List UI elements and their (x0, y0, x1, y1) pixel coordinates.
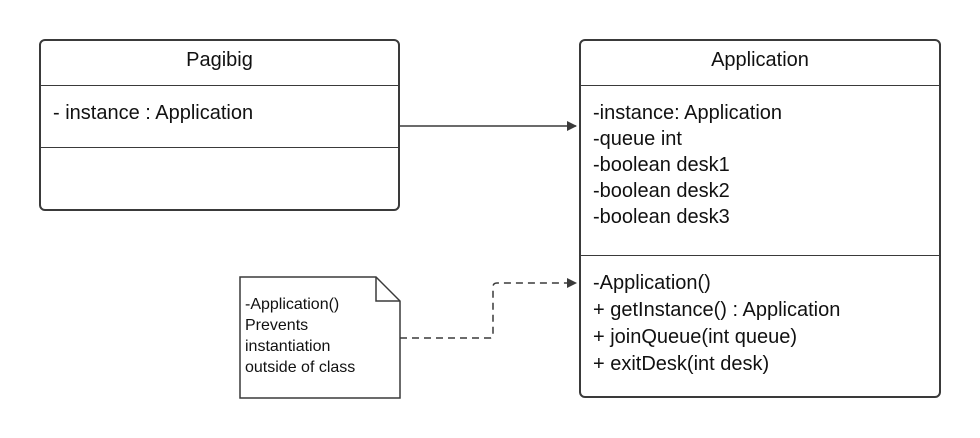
application-operation: + getInstance() : Application (593, 299, 841, 321)
pagibig-class-title: Pagibig (186, 49, 253, 71)
note-shape (239, 276, 401, 399)
application-attribute: -boolean desk1 (593, 154, 730, 176)
note-line: Prevents (245, 317, 309, 334)
application-attribute: -instance: Application (593, 102, 783, 124)
pagibig-attributes-divider (41, 147, 398, 148)
application-class[interactable]: Application -instance: Application -queu… (579, 39, 941, 398)
application-attribute: -boolean desk2 (593, 180, 730, 202)
note-line: outside of class (245, 359, 356, 376)
note-connector-dashed (400, 278, 577, 339)
pagibig-attribute: - instance : Application (53, 102, 254, 124)
application-attribute: -boolean desk3 (593, 206, 730, 228)
application-class-title: Application (711, 49, 809, 71)
application-attributes-divider (581, 255, 939, 256)
application-operation: + exitDesk(int desk) (593, 353, 770, 375)
application-attribute: -queue int (593, 128, 682, 150)
note-line: instantiation (245, 338, 331, 355)
application-operation: -Application() (593, 272, 711, 294)
pagibig-operations-compartment (41, 149, 398, 209)
pagibig-class[interactable]: Pagibig - instance : Application (39, 39, 400, 211)
pagibig-title-divider (41, 85, 398, 86)
application-operation: + joinQueue(int queue) (593, 326, 798, 348)
note-text[interactable]: -Application() Prevents instantiation ou… (245, 294, 355, 378)
note-fold (375, 277, 400, 302)
application-title-divider (581, 85, 939, 86)
note-line: -Application() (245, 296, 340, 313)
